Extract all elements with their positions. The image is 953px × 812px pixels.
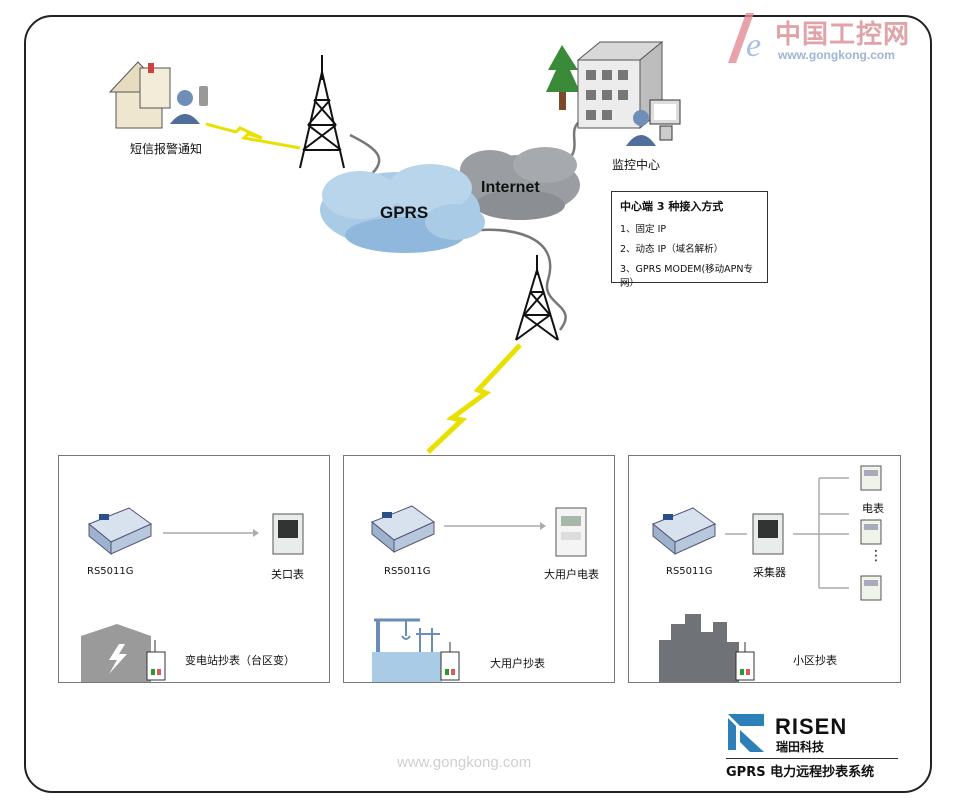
diagram-frame [24, 15, 932, 793]
scene-label: 变电站抄表（台区变） [185, 654, 295, 667]
svg-text:e: e [746, 27, 761, 64]
terminal-icon [440, 642, 460, 681]
substation-building-icon [81, 624, 151, 682]
lightning-icon [205, 122, 301, 150]
internet-cloud-label: Internet [481, 179, 540, 196]
bottom-watermark-url: www.gongkong.com [397, 754, 532, 771]
panel-large-user: RS5011G 大用户电表 大用户抄表 [343, 455, 615, 683]
branch-lines [793, 477, 849, 589]
target-label: 大用户电表 [544, 568, 599, 581]
panel-substation: RS5011G 关口表 变电站抄表（台区变） [58, 455, 330, 683]
collector-icon [752, 513, 784, 555]
device-label: RS5011G [666, 566, 713, 577]
terminal-icon [146, 640, 166, 681]
gprs-cloud-label: GPRS [380, 203, 428, 222]
access-method-item: 3、GPRS MODEM(移动APN专网） [620, 264, 754, 289]
device-label: RS5011G [87, 566, 134, 577]
building-icon [576, 40, 664, 130]
tower-icon [299, 55, 345, 169]
tower-icon [515, 255, 559, 341]
city-buildings-icon [659, 614, 739, 682]
monitor-icon [649, 99, 681, 141]
access-method-item: 1、固定 IP [620, 224, 667, 235]
user-icon [626, 110, 656, 146]
user-icon [170, 86, 208, 124]
rs5011g-device-icon [652, 507, 716, 556]
system-title: GPRS 电力远程抄表系统 [726, 758, 898, 780]
gprs-cloud [320, 164, 485, 253]
lightning-icon [426, 343, 522, 454]
gongkong-logo-icon: e [728, 13, 761, 64]
collector-label: 采集器 [753, 566, 786, 579]
tree-icon [546, 45, 580, 110]
scene-label: 小区抄表 [793, 654, 837, 667]
panel-residential: RS5011G 采集器 电表 ⋮ 小区抄表 [628, 455, 901, 683]
access-methods-box: 中心端 3 种接入方式 1、固定 IP 2、动态 IP（域名解析） 3、GPRS… [611, 191, 768, 289]
cable [479, 228, 567, 331]
electric-meter-icon [860, 575, 882, 601]
brand-cn: 瑞田科技 [776, 740, 825, 754]
meter-label: 电表 [862, 502, 884, 515]
electric-meter-icon [555, 507, 587, 557]
watermark-url: www.gongkong.com [778, 48, 895, 62]
rs5011g-device-icon [88, 507, 152, 556]
device-label: RS5011G [384, 566, 431, 577]
scene-label: 大用户抄表 [490, 657, 545, 670]
brand-name: RISEN [775, 714, 848, 739]
access-methods-title: 中心端 3 种接入方式 [620, 200, 724, 213]
watermark-cn: 中国工控网 [775, 20, 911, 50]
electric-meter-icon [860, 465, 882, 491]
sms-alarm-label: 短信报警通知 [130, 142, 203, 156]
meter-icon [272, 513, 304, 555]
house-icon [108, 61, 171, 129]
internet-cloud [460, 147, 580, 220]
rs5011g-device-icon [371, 505, 435, 554]
access-method-item: 2、动态 IP（域名解析） [620, 244, 724, 255]
monitoring-center-label: 监控中心 [612, 158, 661, 172]
target-label: 关口表 [271, 568, 304, 581]
terminal-icon [735, 642, 755, 681]
ellipsis-dots: ⋮ [869, 548, 883, 564]
factory-icon [372, 618, 442, 682]
risen-logo-icon [728, 714, 764, 752]
electric-meter-icon [860, 519, 882, 545]
